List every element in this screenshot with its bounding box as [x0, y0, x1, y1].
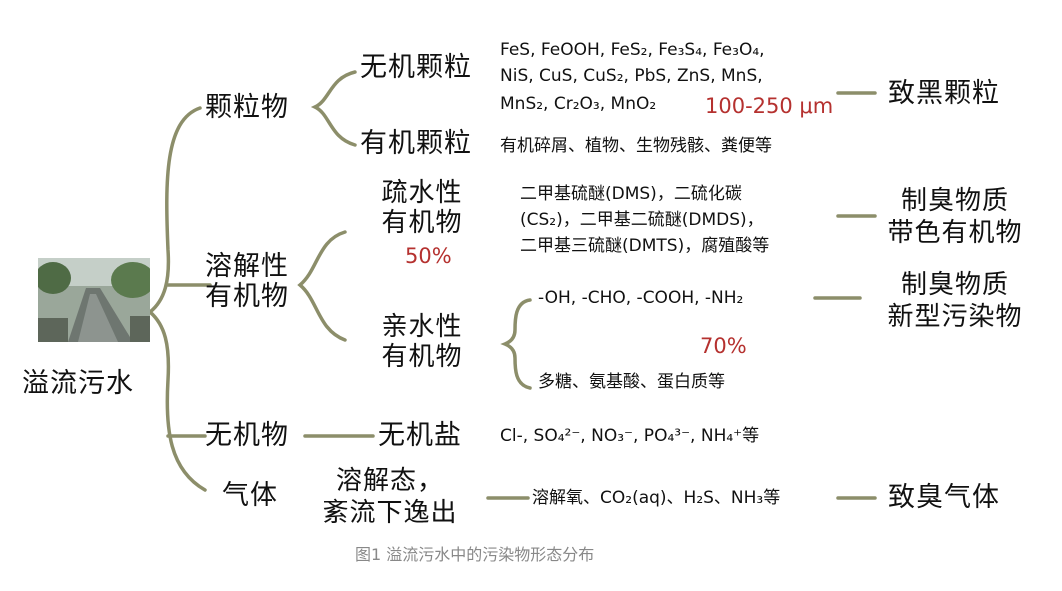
hydrophilic-outcome-1: 制臭物质 — [900, 270, 1009, 300]
inorganic-salt-label: 无机盐 — [378, 420, 462, 451]
organic-particles-label: 有机颗粒 — [360, 128, 472, 159]
figure-caption: 图1 溢流污水中的污染物形态分布 — [355, 545, 595, 564]
category-particles: 颗粒物 — [205, 92, 289, 123]
particle-size-range: 100-250 μm — [705, 94, 834, 118]
gas-detail: 溶解氧、CO₂(aq)、H₂S、NH₃等 — [532, 488, 781, 508]
outcome-odor-gas: 致臭气体 — [888, 482, 1000, 513]
hydrophilic-label-2: 有机物 — [381, 342, 463, 372]
hydrophilic-bracket — [500, 298, 532, 390]
root-bracket — [147, 106, 207, 492]
inorganic-particles-label: 无机颗粒 — [360, 52, 472, 83]
hydrophobic-outcome-1: 制臭物质 — [900, 186, 1009, 216]
category-dissolved: 溶解性有机物 — [205, 251, 289, 312]
hydrophobic-outcome-2: 带色有机物 — [887, 218, 1023, 248]
category-gas: 气体 — [222, 480, 278, 511]
organic-particles-detail: 有机碎屑、植物、生物残骸、粪便等 — [500, 136, 772, 156]
dissolved-bracket — [297, 230, 347, 342]
sewage-photo — [38, 258, 150, 342]
particles-bracket — [310, 70, 357, 147]
hydrophobic-detail-2: (CS₂)，二甲基二硫醚(DMDS)， — [520, 210, 764, 230]
gas-state-2: 紊流下逸出 — [322, 498, 458, 528]
canal-illustration — [38, 258, 150, 342]
hydrophobic-percent: 50% — [405, 244, 452, 268]
gas-state-1: 溶解态， — [335, 466, 444, 496]
hydrophilic-compounds: 多糖、氨基酸、蛋白质等 — [538, 372, 725, 392]
inorganic-salt-ions: Cl-, SO₄²⁻, NO₃⁻, PO₄³⁻, NH₄⁺等 — [500, 426, 760, 446]
inorganic-particles-formulas-1: FeS, FeOOH, FeS₂, Fe₃S₄, Fe₃O₄, — [500, 40, 765, 60]
hydrophobic-label-1: 疏水性 — [381, 178, 463, 208]
category-inorganic: 无机物 — [205, 420, 289, 451]
hydrophilic-groups: -OH, -CHO, -COOH, -NH₂ — [538, 288, 744, 308]
hydrophilic-label-1: 亲水性 — [381, 312, 463, 342]
inorganic-particles-formulas-3: MnS₂, Cr₂O₃, MnO₂ — [500, 94, 657, 114]
hydrophobic-detail-3: 二甲基三硫醚(DMTS)，腐殖酸等 — [520, 236, 770, 256]
hydrophilic-outcome-2: 新型污染物 — [887, 302, 1023, 332]
hydrophobic-detail-1: 二甲基硫醚(DMS)，二硫化碳 — [520, 184, 742, 204]
hydrophobic-label-2: 有机物 — [381, 208, 463, 238]
hydrophilic-percent: 70% — [700, 334, 747, 358]
root-label: 溢流污水 — [22, 368, 134, 399]
outcome-black-particles: 致黑颗粒 — [888, 78, 1000, 109]
inorganic-particles-formulas-2: NiS, CuS, CuS₂, PbS, ZnS, MnS, — [500, 66, 763, 86]
